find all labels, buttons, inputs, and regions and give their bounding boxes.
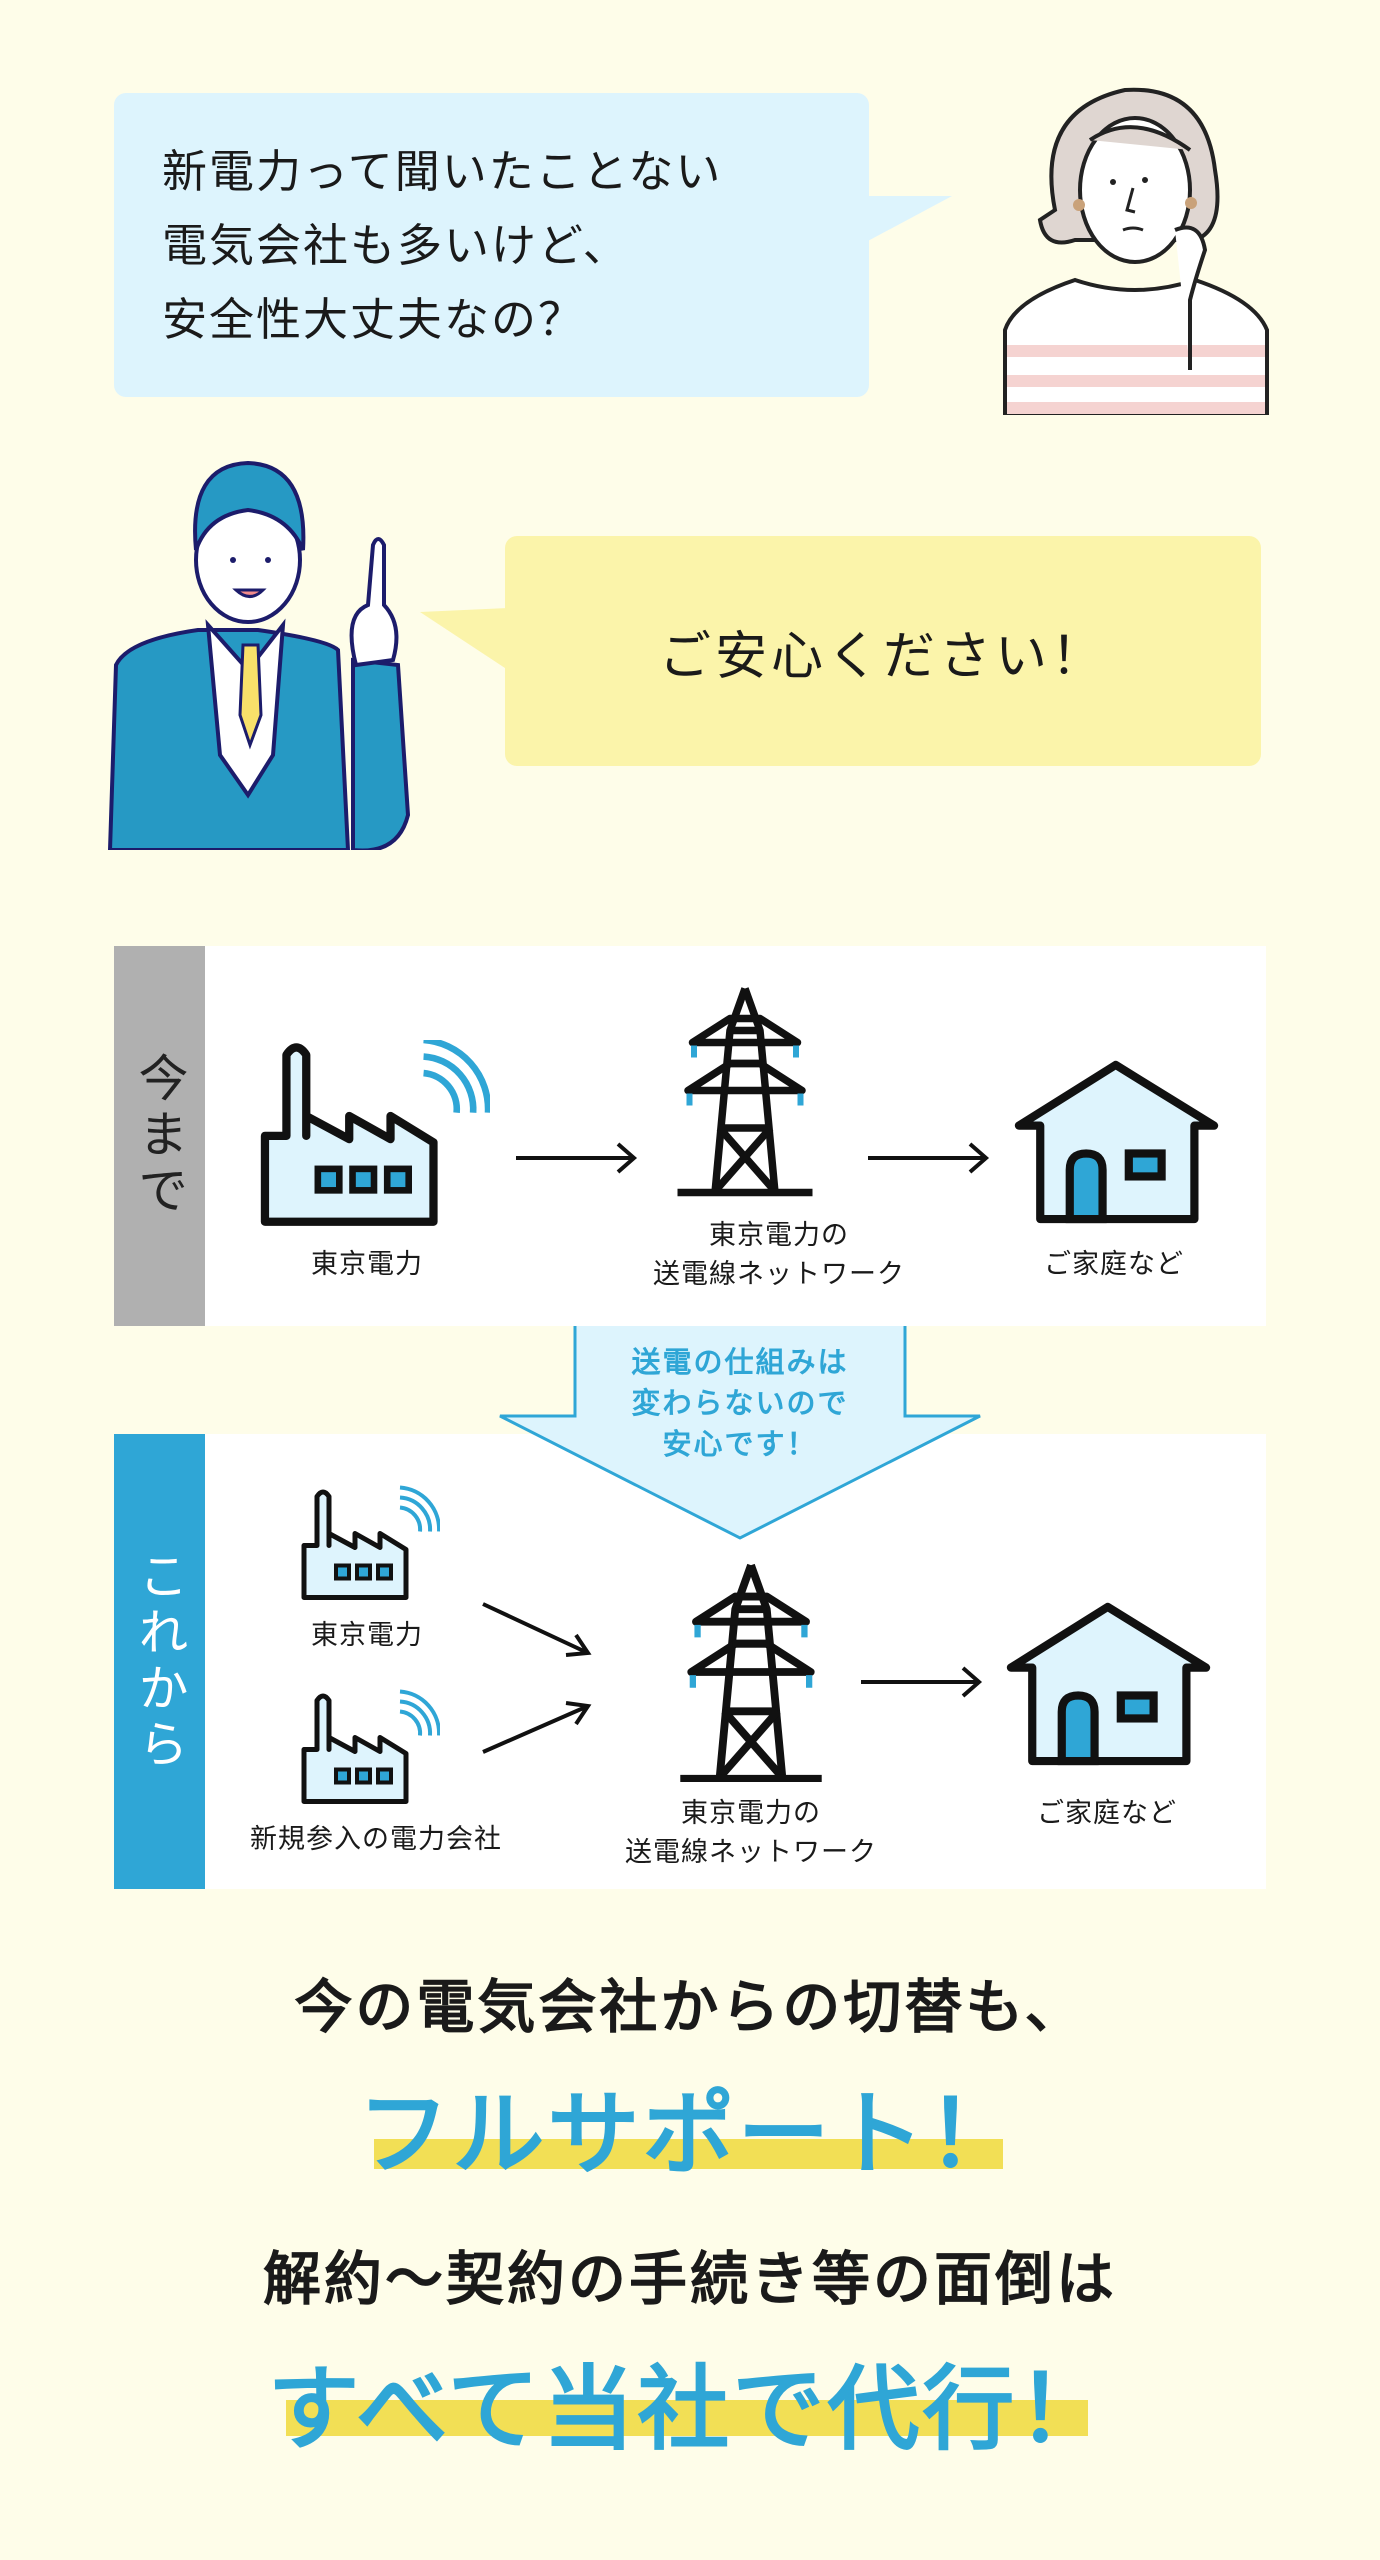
network-label-line: 東京電力の [681,1798,821,1829]
after-source2-label: 新規参入の電力会社 [250,1824,502,1855]
arrow-right-icon [861,1666,983,1698]
question-bubble-tail [866,196,952,242]
question-line: 安全性大丈夫なの？ [162,293,586,346]
converging-arrows-icon [482,1602,592,1754]
before-network-label: 東京電力の 送電線ネットワーク [653,1216,905,1294]
note-line: 安心です！ [662,1427,818,1461]
message-line1: 今の電気会社からの切替も、 [294,1973,1086,2041]
question-text: 新電力って聞いたことない 電気会社も多いけど、 安全性大丈夫なの？ [162,135,722,357]
arrow-right-icon [516,1142,638,1174]
answer-bubble-tail [420,608,508,670]
highlight-marker [374,2139,1003,2169]
after-network-label: 東京電力の 送電線ネットワーク [625,1794,877,1872]
transmission-tower-icon [670,983,820,1198]
network-label-line: 送電線ネットワーク [625,1837,877,1868]
highlight-marker [286,2400,1088,2436]
before-source-label: 東京電力 [311,1249,423,1280]
arrow-right-icon [868,1142,990,1174]
answer-speech-bubble [505,536,1261,766]
answer-text: ご安心ください！ [658,626,1107,687]
businessman-illustration [108,460,411,850]
before-label: 今まで [114,946,205,1326]
question-line: 新電力って聞いたことない [162,145,723,198]
house-icon [1006,1600,1211,1768]
question-line: 電気会社も多いけど、 [162,219,630,272]
after-label: これから [114,1434,205,1889]
note-text: 送電の仕組みは 変わらないので 安心です！ [631,1342,848,1465]
message-highlight2: すべて当社で代行！ [267,2356,1113,2463]
worried-woman-illustration [1003,87,1269,415]
question-speech-bubble [114,93,869,397]
note-line: 変わらないので [631,1386,849,1420]
network-label-line: 東京電力の [709,1220,849,1251]
house-icon [1014,1058,1219,1226]
after-source1-label: 東京電力 [311,1620,423,1651]
factory-icon [300,1688,440,1810]
before-destination-label: ご家庭など [1044,1249,1184,1280]
factory-icon [258,1040,490,1230]
message-line2: 解約～契約の手続き等の面倒は [262,2245,1117,2313]
transmission-tower-icon [656,1562,846,1782]
message-highlight1: フルサポート！ [357,2081,1023,2188]
down-arrow-callout [499,1326,981,1540]
note-line: 送電の仕組みは [631,1345,849,1379]
network-label-line: 送電線ネットワーク [653,1259,905,1290]
factory-icon [300,1484,440,1606]
after-destination-label: ご家庭など [1037,1798,1177,1829]
